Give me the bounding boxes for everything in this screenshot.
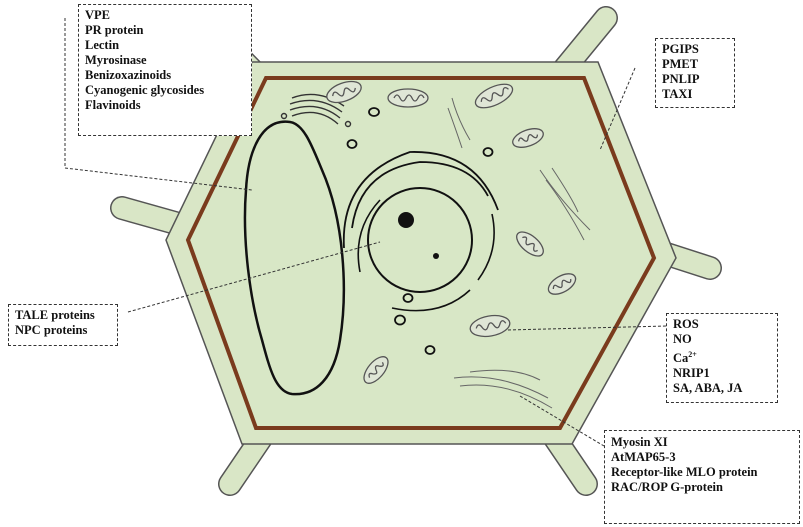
mito-label: ROS [673, 317, 771, 332]
cytoskeleton-label: AtMAP65-3 [611, 450, 793, 465]
mitochondrion-icon [388, 89, 428, 107]
vacuole-label: Cyanogenic glycosides [85, 83, 245, 98]
cytoskeleton-label: RAC/ROP G-protein [611, 480, 793, 495]
wall-label: PGIPS [662, 42, 728, 57]
cytoskeleton-label-box: Myosin XI AtMAP65-3 Receptor-like MLO pr… [604, 430, 800, 524]
vacuole-label: Benizoxazinoids [85, 68, 245, 83]
vacuole-label: Flavinoids [85, 98, 245, 113]
calcium-superscript: 2+ [688, 350, 697, 359]
cytoskeleton-label: Receptor-like MLO protein [611, 465, 793, 480]
vacuole-label: VPE [85, 8, 245, 23]
vacuole-label: Myrosinase [85, 53, 245, 68]
mito-label: NO [673, 332, 771, 347]
nucleus-label-box: TALE proteins NPC proteins [8, 304, 118, 346]
vacuole-label: Lectin [85, 38, 245, 53]
nucleus-label: TALE proteins [15, 308, 111, 323]
cytoskeleton-label: Myosin XI [611, 435, 793, 450]
mito-label-box: ROS NO Ca2+ NRIP1 SA, ABA, JA [666, 313, 778, 403]
mito-label: NRIP1 [673, 366, 771, 381]
wall-label: PMET [662, 57, 728, 72]
mito-label: SA, ABA, JA [673, 381, 771, 396]
wall-label-box: PGIPS PMET PNLIP TAXI [655, 38, 735, 108]
nucleus-label: NPC proteins [15, 323, 111, 338]
mito-label-calcium: Ca2+ [673, 347, 771, 366]
wall-label: TAXI [662, 87, 728, 102]
nucleolus-icon [398, 212, 414, 228]
vacuole-label: PR protein [85, 23, 245, 38]
nuclear-dot [433, 253, 439, 259]
wall-label: PNLIP [662, 72, 728, 87]
mito-label: Ca [673, 351, 688, 365]
vacuole-label-box: VPE PR protein Lectin Myrosinase Benizox… [78, 4, 252, 136]
plasma-membrane [188, 78, 654, 428]
